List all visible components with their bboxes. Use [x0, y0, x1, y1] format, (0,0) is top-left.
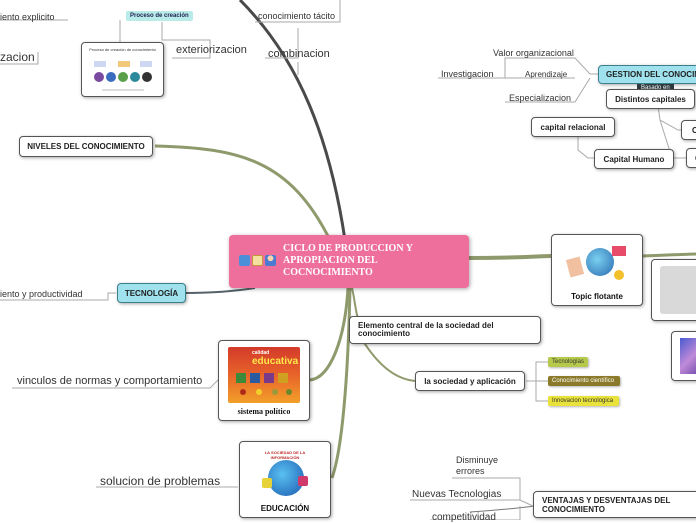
dot-icon-4	[286, 389, 292, 395]
dot-icon-2	[256, 389, 262, 395]
thumbnail-diagram-icon	[94, 61, 152, 91]
basado-en-tag: Basado en	[637, 84, 674, 92]
calidad-educativa-image: calidad educativa	[228, 347, 300, 403]
elemento-central-node[interactable]: Elemento central de la sociedad del cono…	[349, 316, 541, 344]
partial-image-card-1[interactable]	[651, 259, 696, 321]
topic-flotante-image	[562, 240, 634, 288]
competitividad-text: competitividad	[432, 512, 496, 523]
conocimiento-explicito-text: iento explicito	[0, 12, 55, 22]
dot-icon-3	[272, 389, 278, 395]
book-icon-1	[236, 373, 246, 383]
sociedad-informacion-image: LA SOCIEDAD DE LA INFORMACIÓN	[248, 448, 322, 504]
book-icon-4	[278, 373, 288, 383]
capital-node-c2[interactable]: C	[686, 148, 696, 168]
valor-organizacional-text: Valor organizacional	[493, 48, 574, 58]
globe-icon	[586, 248, 614, 276]
image-line2: educativa	[252, 356, 299, 367]
figure-icon-2	[298, 476, 308, 486]
conocimiento-tacito-text: conocimiento tácito	[258, 11, 336, 21]
aprendizaje-text: Aprendizaje	[525, 70, 568, 79]
distintos-capitales-node[interactable]: Distintos capitales	[606, 89, 695, 109]
especializacion-text: Especializacion	[509, 93, 572, 103]
proceso-creacion-thumbnail[interactable]: Proceso de creación de conocimiento	[81, 42, 164, 97]
thumbnail-title: Proceso de creación de conocimiento	[89, 47, 156, 52]
educacion-caption: EDUCACIÓN	[260, 504, 310, 513]
educacion-node[interactable]: LA SOCIEDAD DE LA INFORMACIÓN EDUCACIÓN	[239, 441, 331, 518]
capital-humano-node[interactable]: Capital Humano	[594, 149, 674, 169]
niveles-conocimiento-node[interactable]: NIVELES DEL CONOCIMIENTO	[19, 136, 153, 157]
sociedad-tag-2[interactable]: Innovacion tecnologica	[548, 396, 619, 406]
sistema-politico-caption: sistema político	[237, 407, 291, 416]
ventajas-desventajas-node[interactable]: VENTAJAS Y DESVENTAJAS DEL CONOCIMIENTO	[533, 491, 696, 518]
productividad-text: iento y productividad	[0, 289, 83, 299]
central-icons	[239, 255, 276, 266]
image-line1: calidad	[252, 350, 270, 356]
solucion-problemas-text: solucion de problemas	[100, 474, 221, 488]
sociedad-tag-0[interactable]: Tecnologías	[548, 357, 589, 367]
capital-relacional-node[interactable]: capital relacional	[531, 117, 615, 137]
image-title: LA SOCIEDAD DE LA INFORMACIÓN	[264, 450, 306, 460]
combinacion-text: combinacion	[268, 48, 330, 60]
sociedad-aplicacion-node[interactable]: la sociedad y aplicación	[415, 371, 525, 391]
star-icon	[614, 270, 624, 280]
exteriorizacion-text: exteriorizacion	[176, 44, 247, 56]
computer-icon	[239, 255, 250, 266]
investigacion-text: Investigacion	[441, 69, 494, 79]
hand-icon	[565, 256, 585, 278]
tecnologia-node[interactable]: TECNOLOGÍA	[117, 283, 186, 303]
partial-image-card-2[interactable]	[671, 331, 696, 381]
normas-comportamiento-text: vinculos de normas y comportamiento	[17, 375, 203, 387]
pencil-icon	[612, 246, 626, 256]
central-title: CICLO DE PRODUCCION Y APROPIACION DEL CO…	[283, 243, 413, 278]
capital-node-c1[interactable]: C	[681, 120, 696, 140]
notepad-icon	[252, 255, 263, 266]
partial-grey-image	[660, 266, 696, 314]
book-icon-3	[264, 373, 274, 383]
disminuye-errores-text: Disminuye errores	[456, 455, 499, 476]
proceso-creacion-tag[interactable]: Proceso de creación	[126, 11, 193, 21]
gestion-conocimiento-node[interactable]: GESTION DEL CONOCIM	[598, 65, 696, 84]
topic-flotante-caption: Topic flotante	[571, 292, 623, 301]
sistema-politico-node[interactable]: calidad educativa sistema político	[218, 340, 310, 421]
dot-icon-1	[240, 389, 246, 395]
topic-flotante-node[interactable]: Topic flotante	[551, 234, 643, 306]
figure-icon-1	[262, 478, 272, 488]
person-icon	[265, 255, 276, 266]
book-icon-2	[250, 373, 260, 383]
zacion-text: zacion	[0, 50, 35, 64]
nuevas-tecnologias-text: Nuevas Tecnologias	[412, 489, 502, 500]
partial-purple-image	[680, 338, 696, 374]
central-topic[interactable]: CICLO DE PRODUCCION Y APROPIACION DEL CO…	[229, 235, 469, 288]
sociedad-tag-1[interactable]: Conocimiento científico	[548, 376, 620, 386]
